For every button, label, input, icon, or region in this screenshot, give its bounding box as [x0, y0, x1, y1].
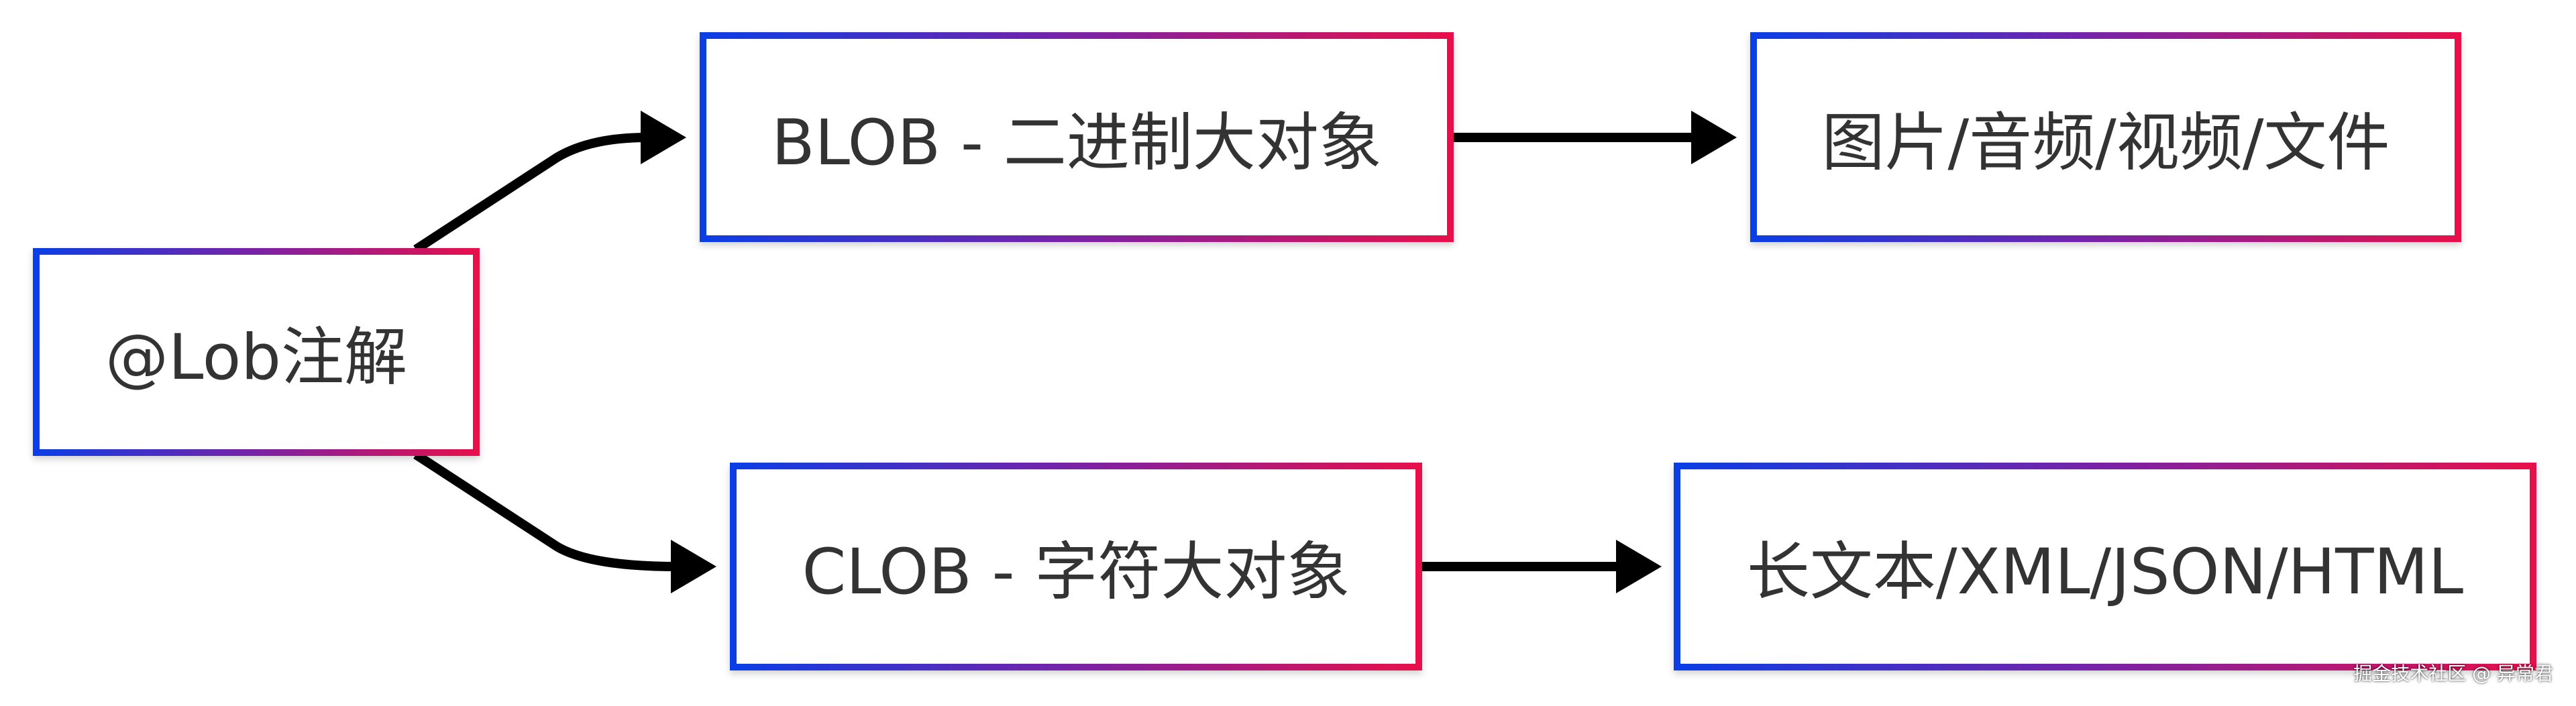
arrowhead-clob-to-text	[1616, 540, 1662, 593]
node-lob-annotation: @Lob注解	[33, 248, 480, 456]
watermark: 掘金技术社区 @ 异常君	[2353, 662, 2553, 685]
node-blob: BLOB - 二进制大对象	[700, 32, 1454, 242]
node-lob-annotation-label: @Lob注解	[105, 321, 407, 394]
node-clob: CLOB - 字符大对象	[730, 463, 1422, 670]
arrowhead-lob-to-blob	[641, 111, 686, 164]
edge-lob-to-blob	[413, 133, 648, 253]
node-media-files: 图片/音频/视频/文件	[1750, 32, 2461, 242]
arrowhead-blob-to-media	[1691, 111, 1737, 164]
node-media-files-label: 图片/音频/视频/文件	[1821, 106, 2390, 180]
node-blob-label: BLOB - 二进制大对象	[771, 106, 1382, 180]
node-text-formats: 长文本/XML/JSON/HTML	[1674, 463, 2536, 670]
node-text-formats-label: 长文本/XML/JSON/HTML	[1746, 536, 2464, 609]
node-clob-label: CLOB - 字符大对象	[802, 536, 1350, 609]
arrowhead-lob-to-clob	[671, 540, 716, 593]
edge-lob-to-clob	[413, 451, 678, 571]
